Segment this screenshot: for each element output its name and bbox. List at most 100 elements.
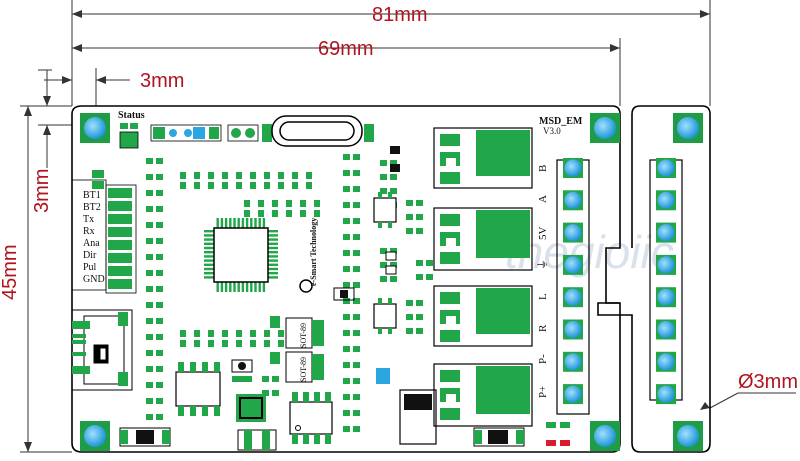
terminal-hole bbox=[564, 353, 582, 371]
mosfets bbox=[433, 127, 533, 427]
smd-pad bbox=[343, 394, 350, 400]
smd-pad bbox=[156, 286, 163, 292]
smd-pad bbox=[343, 202, 350, 208]
smd-pad bbox=[343, 314, 350, 320]
smd-pad bbox=[250, 340, 256, 347]
smd-pad bbox=[353, 410, 360, 416]
terminal-hole bbox=[564, 191, 582, 209]
mcu-logo: e-Smart Technology bbox=[299, 218, 318, 293]
pin-label: B bbox=[537, 165, 549, 172]
mosfet-slot bbox=[446, 394, 456, 402]
pin-label: Dir bbox=[83, 250, 97, 261]
terminal-hole bbox=[564, 159, 582, 177]
smd-pad bbox=[286, 210, 292, 217]
smd-pad bbox=[353, 330, 360, 336]
terminal-hole bbox=[564, 321, 582, 338]
smd-pad bbox=[314, 210, 320, 217]
smd-pad bbox=[208, 340, 214, 347]
smd-pad bbox=[406, 314, 413, 320]
smd-pad bbox=[180, 182, 186, 189]
terminal-hole bbox=[657, 353, 675, 371]
smd-pad bbox=[380, 262, 387, 268]
terminal-hole bbox=[657, 385, 675, 403]
mcu-pin bbox=[268, 251, 278, 254]
mosfet-outline bbox=[433, 363, 533, 427]
smd-pad bbox=[390, 276, 397, 282]
smd-pad bbox=[156, 350, 163, 356]
smd-pad bbox=[416, 274, 423, 280]
smd-pad bbox=[278, 182, 284, 189]
smd-pad bbox=[278, 330, 284, 337]
dim-overall-width: 81mm bbox=[372, 4, 428, 26]
smd-pad bbox=[353, 426, 360, 432]
terminal-hole bbox=[564, 385, 582, 403]
smd-pad bbox=[146, 334, 153, 340]
smd-pad bbox=[222, 330, 228, 337]
smd-pad bbox=[272, 200, 278, 207]
smd-pad bbox=[353, 234, 360, 240]
smd-pad bbox=[406, 200, 413, 206]
smd-pad bbox=[146, 238, 153, 244]
smd-pad bbox=[416, 328, 423, 334]
led bbox=[390, 164, 400, 172]
smd-pad bbox=[156, 238, 163, 244]
mosfet-pin bbox=[440, 330, 460, 342]
mosfet-tab bbox=[476, 130, 530, 176]
smd-pad bbox=[258, 210, 264, 217]
dim-height: 45mm bbox=[0, 244, 21, 300]
mcu-pin bbox=[224, 282, 228, 292]
mosfet-pin bbox=[440, 292, 460, 304]
smd-pad bbox=[416, 228, 423, 234]
smd-pad bbox=[244, 210, 250, 217]
smd-pad bbox=[353, 394, 360, 400]
dim-hole-diameter: Ø3mm bbox=[738, 371, 798, 393]
mcu-pin bbox=[268, 255, 278, 258]
smd-pad bbox=[416, 314, 423, 320]
smd-pad bbox=[380, 276, 387, 282]
pin-label: GND bbox=[83, 274, 105, 285]
smd-pad bbox=[272, 376, 279, 382]
smd-pad bbox=[156, 254, 163, 260]
smd-pad bbox=[156, 366, 163, 372]
mosfet-outline bbox=[433, 285, 533, 347]
smd-pad bbox=[406, 300, 413, 306]
smd-pad bbox=[146, 414, 153, 420]
smd-pad bbox=[180, 340, 186, 347]
smd-pad bbox=[146, 318, 153, 324]
mcu-pin bbox=[262, 218, 266, 228]
smd-pad bbox=[343, 250, 350, 256]
smd-pad bbox=[262, 376, 269, 382]
sot89-regulators: SOT-89 SOT-89 bbox=[270, 316, 324, 383]
smd-pad bbox=[156, 222, 163, 228]
smd-pad bbox=[343, 170, 350, 176]
smd-pad bbox=[353, 282, 360, 288]
smd-pad bbox=[222, 182, 228, 189]
sot89-label: SOT-89 bbox=[299, 357, 308, 382]
status-led bbox=[119, 123, 139, 149]
mcu-pin bbox=[237, 282, 240, 292]
smd-pad bbox=[314, 200, 320, 207]
mcu-pin bbox=[262, 282, 266, 292]
soic-chip-center bbox=[289, 392, 333, 444]
smd-pad bbox=[426, 274, 433, 280]
mosfet-outline bbox=[433, 127, 533, 189]
pin-label: P- bbox=[537, 354, 549, 364]
mcu-pin bbox=[268, 272, 278, 275]
mcu-pin bbox=[258, 218, 261, 228]
mcu-pin bbox=[204, 276, 214, 279]
smd-pad bbox=[353, 346, 360, 352]
smd-pad bbox=[343, 218, 350, 224]
pin-label: BT1 bbox=[83, 190, 101, 201]
mcu-pin bbox=[204, 272, 214, 275]
smd-pad bbox=[353, 378, 360, 384]
side-terminal bbox=[649, 158, 683, 405]
smd-pad bbox=[146, 174, 153, 180]
small-ic-upper bbox=[373, 192, 397, 228]
smd-pad bbox=[416, 200, 423, 206]
board-outline bbox=[71, 105, 711, 453]
smd-pad bbox=[146, 382, 153, 388]
mcu-pin bbox=[233, 218, 236, 228]
smd-pad bbox=[343, 186, 350, 192]
smd-pad bbox=[222, 340, 228, 347]
